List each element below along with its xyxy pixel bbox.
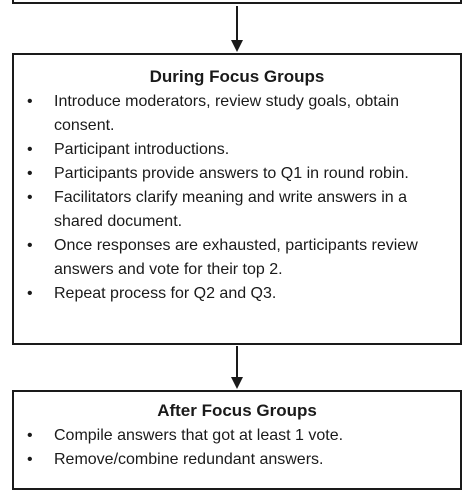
list-item: • Participant introductions. <box>14 138 460 162</box>
after-focus-groups-list: • Compile answers that got at least 1 vot… <box>14 424 460 472</box>
during-focus-groups-box: During Focus Groups • Introduce moderator… <box>12 53 462 345</box>
bullet-icon: • <box>27 165 33 182</box>
bullet-icon: • <box>27 237 33 254</box>
list-item-text: Once responses are exhausted, participan… <box>54 237 418 278</box>
during-focus-groups-list: • Introduce moderators, review study goal… <box>14 90 460 306</box>
bullet-icon: • <box>27 427 33 444</box>
list-item-text: Participants provide answers to Q1 in ro… <box>54 165 409 182</box>
previous-step-box <box>12 0 462 4</box>
list-item: • Participants provide answers to Q1 in r… <box>14 162 460 186</box>
list-item-text: Introduce moderators, review study goals… <box>54 93 400 134</box>
list-item: • Once responses are exhausted, participa… <box>14 234 460 282</box>
bullet-icon: • <box>27 141 33 158</box>
list-item-text: Repeat process for Q2 and Q3. <box>54 285 277 302</box>
list-item: • Remove/combine redundant answers. <box>14 448 460 472</box>
bullet-icon: • <box>27 93 33 110</box>
bullet-icon: • <box>27 285 33 302</box>
list-item: • Facilitators clarify meaning and write … <box>14 186 460 234</box>
list-item-text: Remove/combine redundant answers. <box>54 451 324 468</box>
list-item: • Compile answers that got at least 1 vot… <box>14 424 460 448</box>
after-focus-groups-box: After Focus Groups • Compile answers that… <box>12 390 462 490</box>
list-item: • Introduce moderators, review study goal… <box>14 90 460 138</box>
bullet-icon: • <box>27 451 33 468</box>
bullet-icon: • <box>27 189 33 206</box>
during-focus-groups-title: During Focus Groups <box>149 67 325 86</box>
down-arrow-icon <box>231 6 243 52</box>
list-item: • Repeat process for Q2 and Q3. <box>14 282 460 306</box>
list-item-text: Facilitators clarify meaning and write a… <box>54 189 408 230</box>
list-item-text: Participant introductions. <box>54 141 230 158</box>
list-item-text: Compile answers that got at least 1 vote… <box>54 427 344 444</box>
down-arrow-icon <box>231 346 243 389</box>
after-focus-groups-title: After Focus Groups <box>157 401 317 420</box>
